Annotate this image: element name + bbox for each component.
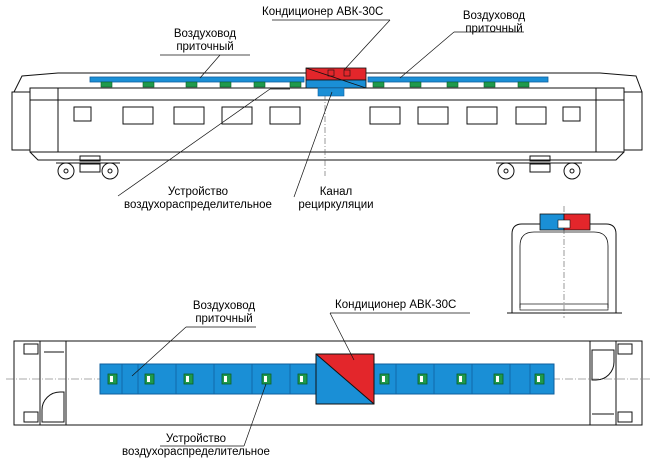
car-windows: [73, 106, 581, 125]
label-line: приточный: [195, 313, 253, 325]
label-line: Воздуховод: [462, 10, 526, 22]
label-distributor-plan: Устройство воздухораспределительное: [106, 433, 286, 459]
label-line: Устройство: [165, 433, 227, 445]
label-supply-duct-left: Воздуховод приточный: [157, 28, 253, 54]
label-supply-duct-right: Воздуховод приточный: [446, 10, 542, 36]
bogie-right: [496, 155, 582, 180]
air-conditioner-side: [305, 67, 367, 97]
label-line: Воздуховод: [173, 28, 237, 40]
car-end-left: [11, 91, 31, 151]
diffusers-side: [100, 81, 530, 88]
label-line: Канал: [319, 186, 353, 198]
label-line: воздухораспределительное: [124, 199, 272, 211]
air-conditioner-plan: [315, 353, 375, 405]
leaders-side: [117, 19, 524, 198]
label-line: рециркуляции: [298, 199, 374, 211]
label-supply-duct-plan: Воздуховод приточный: [176, 300, 272, 326]
label-line: приточный: [176, 41, 234, 53]
bogie-left: [56, 155, 120, 180]
label-ac-plan: Кондиционер АВК-30С: [335, 299, 457, 311]
label-line: Устройство: [167, 186, 229, 198]
label-distributor-side: Устройство воздухораспределительное: [108, 186, 288, 212]
label-line: приточный: [465, 23, 523, 35]
leaders-plan: [131, 312, 470, 447]
label-ac-side: Кондиционер АВК-30С: [262, 6, 384, 18]
car-end-right: [623, 91, 643, 151]
car-body: [29, 87, 625, 153]
supply-duct-left-side: [89, 76, 305, 83]
end-view: [507, 206, 622, 318]
diffuser-inner-plan: [110, 376, 540, 382]
label-line: Воздуховод: [192, 300, 256, 312]
label-line: воздухораспределительное: [122, 446, 270, 458]
supply-duct-right-side: [367, 76, 549, 83]
label-recirculation: Канал рециркуляции: [286, 186, 386, 212]
duct-segment-lines: [121, 364, 531, 394]
